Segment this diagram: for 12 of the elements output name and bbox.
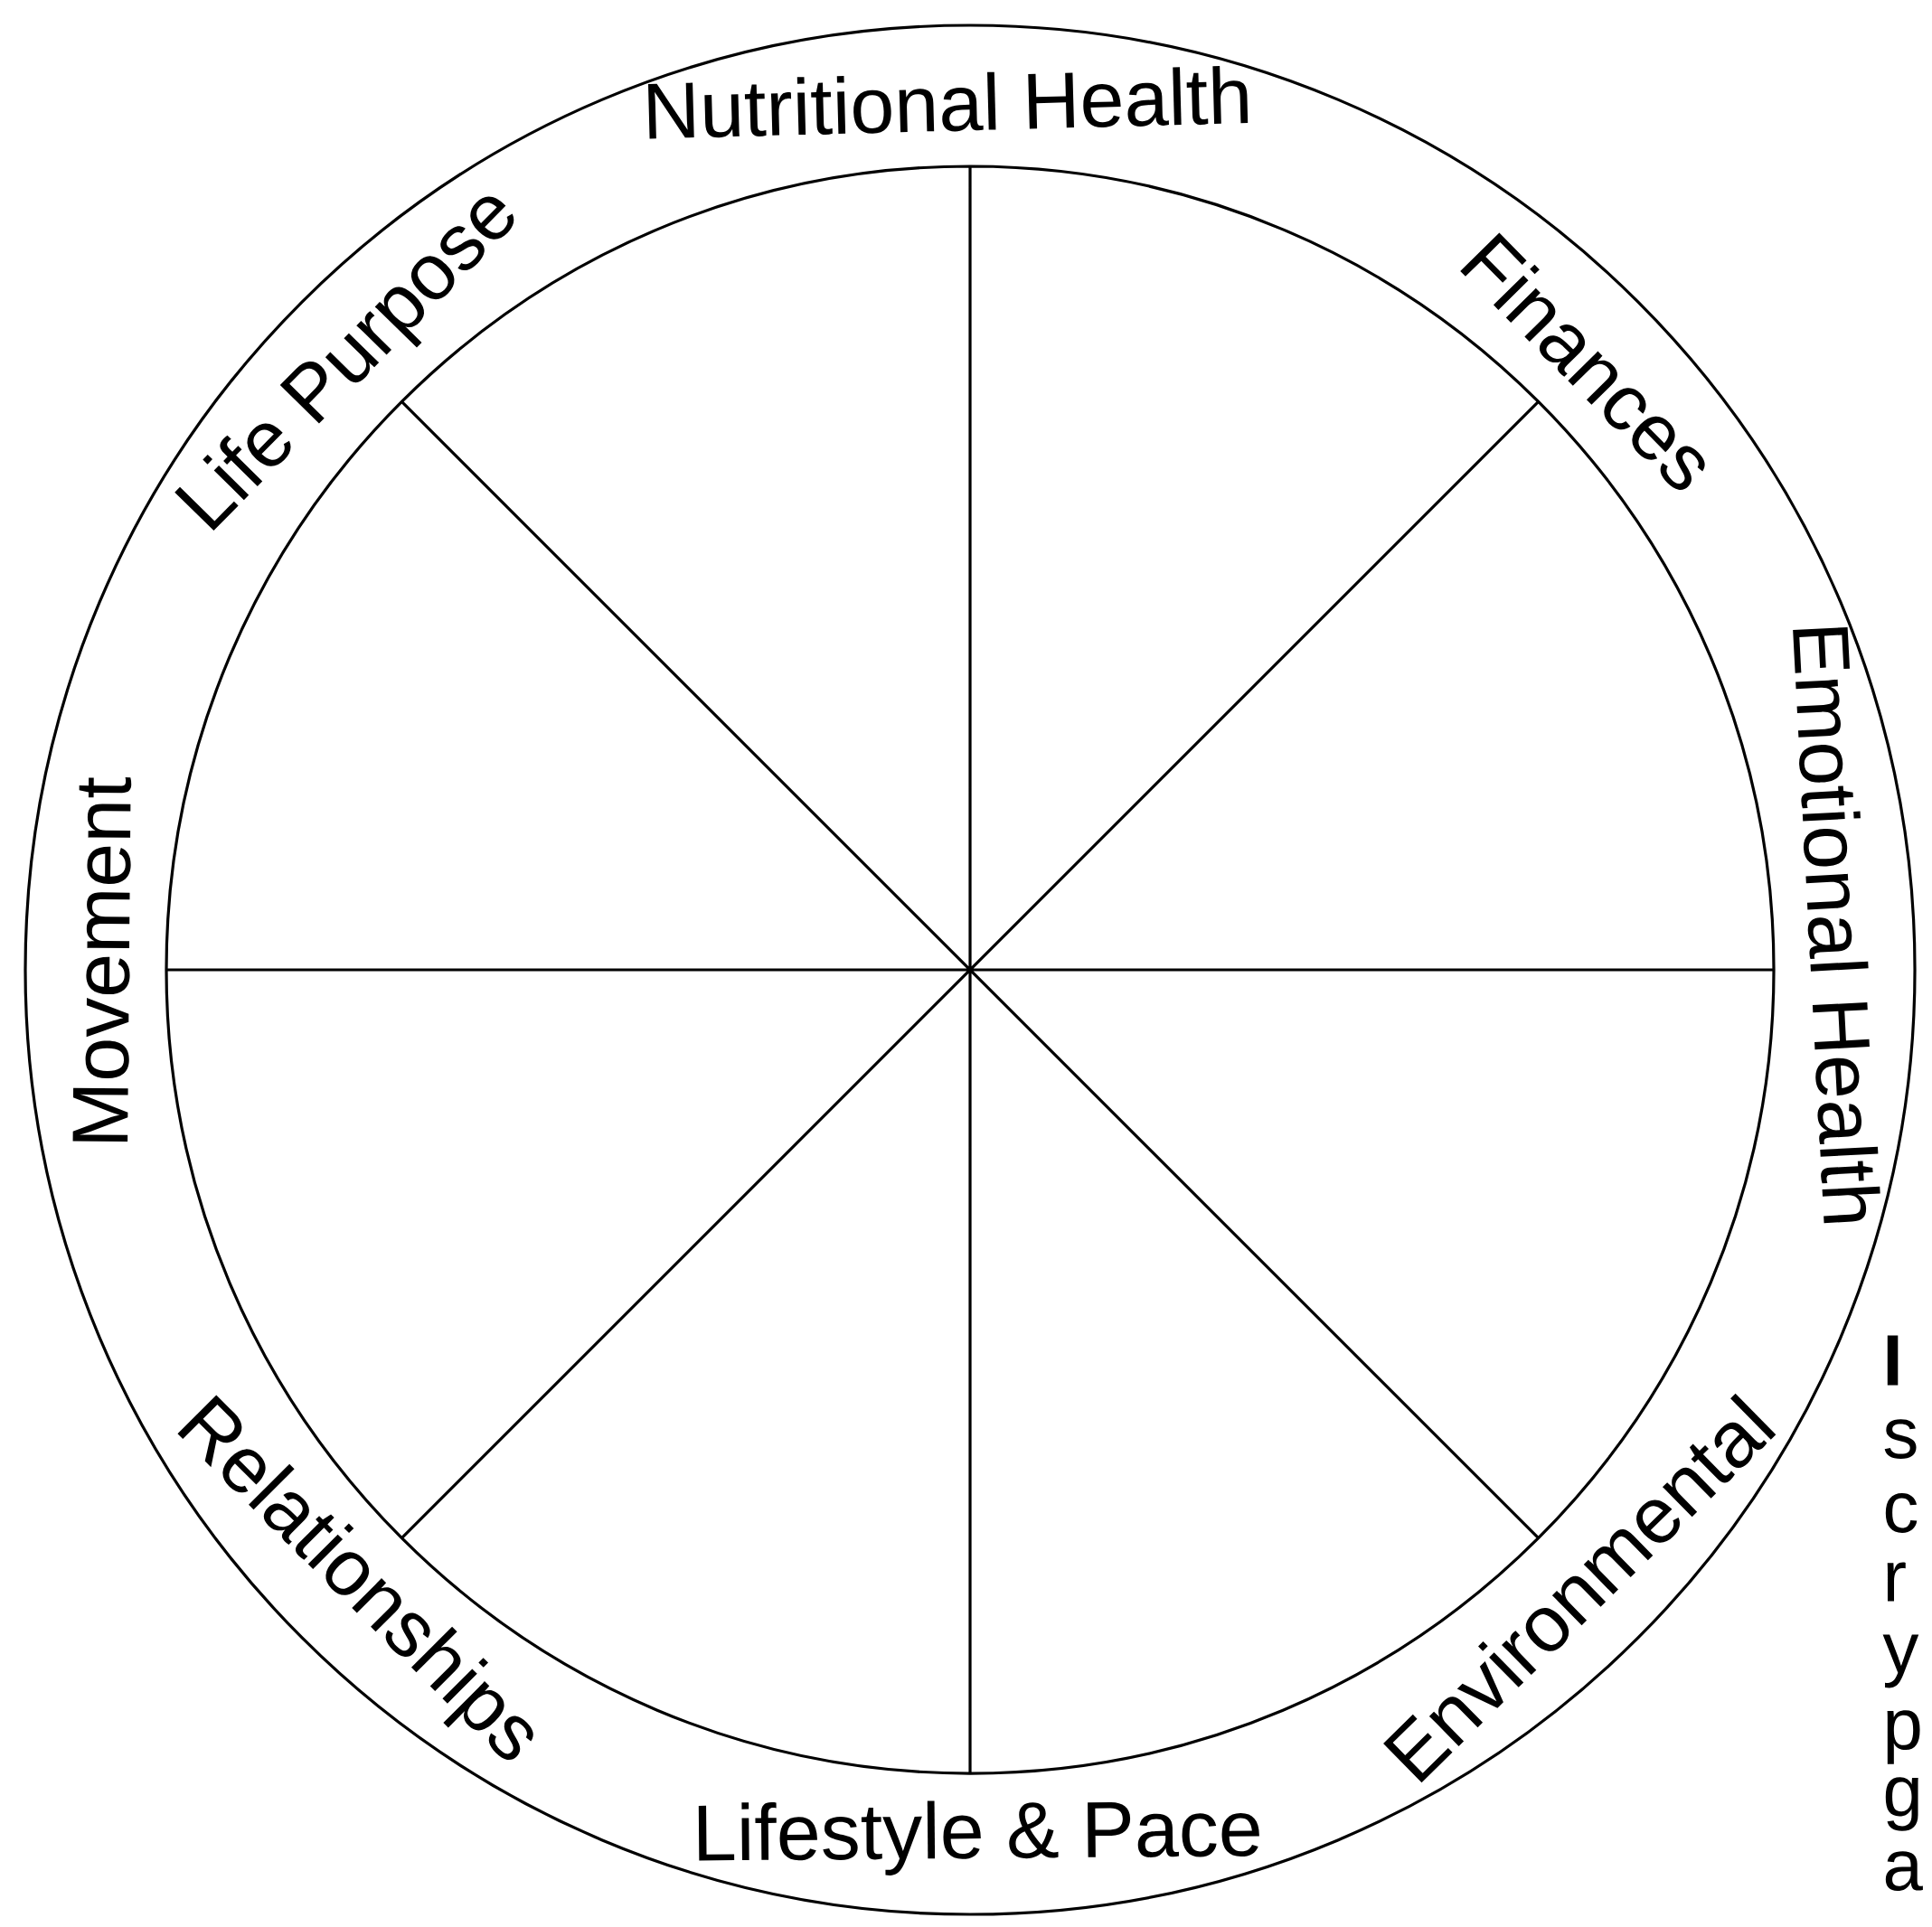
cut-off-text: p	[1887, 1710, 1920, 1764]
sector-label: Movement	[72, 777, 132, 1142]
cut-off-text: a	[1885, 1851, 1923, 1891]
sector-label: Lifestyle & Pace	[698, 1800, 1259, 1875]
sector-label: Emotional Health	[1793, 626, 1880, 1224]
cut-off-text: s	[1884, 1419, 1917, 1459]
cut-off-text: r	[1887, 1562, 1906, 1602]
cut-off-text: I	[1887, 1335, 1899, 1386]
cut-off-text: c	[1885, 1493, 1918, 1533]
cut-off-text: g	[1885, 1777, 1918, 1831]
sector-label: Nutritional Health	[648, 66, 1249, 139]
cut-off-text: y	[1882, 1634, 1919, 1688]
